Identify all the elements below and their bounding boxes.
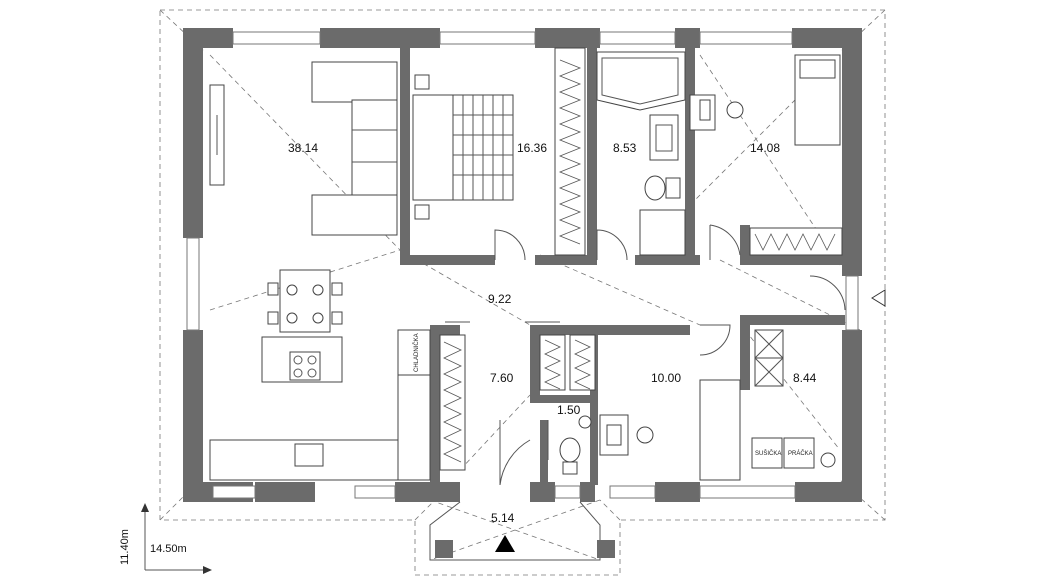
tv-unit [209,84,225,186]
area-room-ne: 14.08 [750,141,780,155]
double-bed [412,74,514,220]
area-living: 38.14 [288,141,318,155]
entrance-arrow-icon [495,535,515,552]
shower [639,209,686,256]
area-porch: 5.14 [491,511,515,525]
kitchen-counter: CHLADNIČKA [209,329,431,481]
desk-ne [689,94,744,131]
hall-wardrobe [439,334,466,471]
boiler [820,452,836,468]
bathtub [596,51,686,111]
area-hall: 9.22 [488,292,512,306]
kitchen-island [261,336,343,383]
side-entrance-arrow-icon [871,289,886,307]
area-labels: 38.14 16.36 8.53 14.08 9.22 7.60 1.50 10… [288,141,817,525]
bath-sink [649,114,679,161]
ne-wardrobe [749,227,843,256]
area-pantry: 7.60 [490,371,514,385]
roof-outline [159,9,886,576]
height-dimension: 11.40m [119,529,131,565]
dimension-indicator: 14.50m 11.40m [119,503,212,574]
dryer: SUŠIČKA [751,437,783,469]
area-utility: 8.44 [793,371,817,385]
utility-shelves [754,329,784,387]
office-wardrobe [699,379,741,481]
windows [186,31,859,499]
area-bedroom: 16.36 [517,141,547,155]
interior-walls [400,48,845,485]
office-desk [599,414,654,456]
closet-pair [539,334,596,391]
washer-label: PRÁČKA [788,450,813,457]
dining-table [267,269,343,333]
doors [445,224,846,486]
area-wc: 1.50 [557,403,581,417]
area-bathroom: 8.53 [613,141,637,155]
dryer-label: SUŠIČKA [755,450,781,457]
sofa [311,61,398,236]
single-bed [794,54,841,146]
width-dimension: 14.50m [150,543,187,555]
bath-toilet [644,175,681,201]
bedroom-wardrobe [554,47,586,256]
washer: PRÁČKA [783,437,815,469]
area-office: 10.00 [651,371,681,385]
wc-fixtures [559,415,592,475]
porch [429,501,615,561]
fridge-label: CHLADNIČKA [413,333,420,372]
